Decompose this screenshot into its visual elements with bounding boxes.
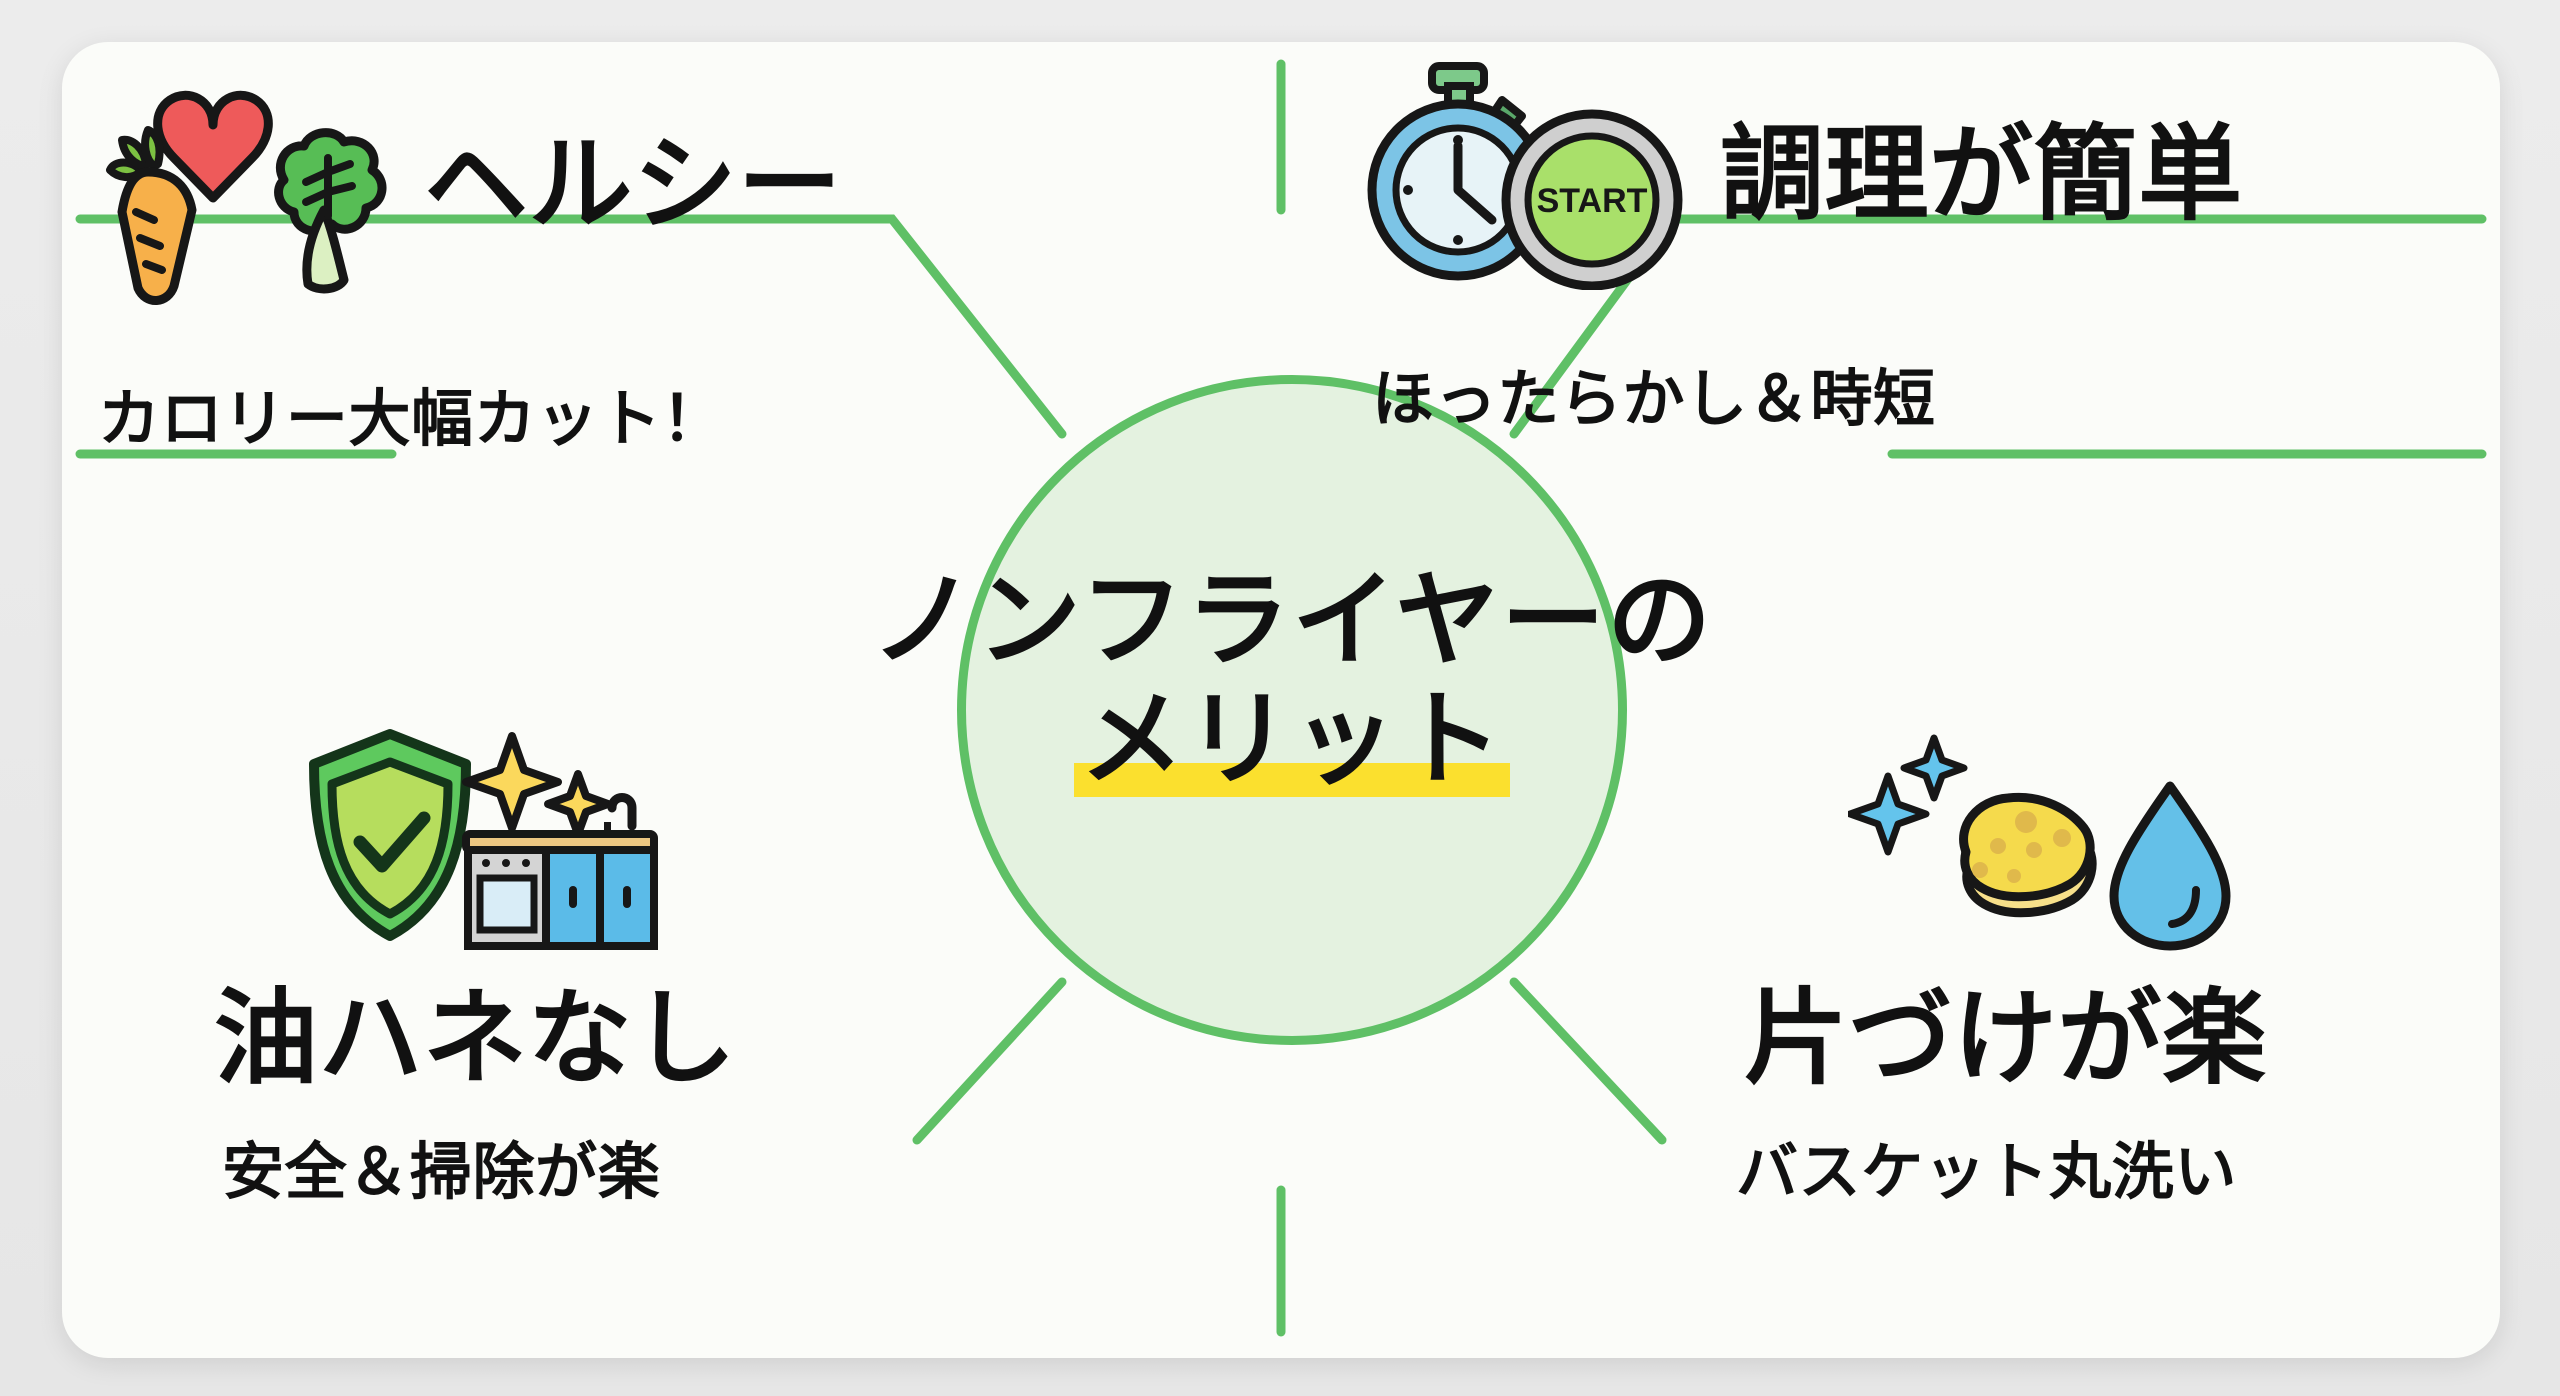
bottom-left-icons (122, 722, 1252, 967)
bottom-right-subtitle: バスケット丸洗い (1736, 1138, 2237, 1207)
top-left-subtitle: カロリー大幅カット！ (98, 385, 725, 454)
top-right-icons: START (1356, 60, 1716, 290)
start-button-icon: START (1501, 109, 1683, 290)
top-right-header: START 調理が簡単 (1332, 60, 2492, 290)
sparkle-icon (1846, 734, 1968, 856)
start-button-label: START (1537, 182, 1648, 220)
healthy-food-icon-group (106, 90, 387, 305)
bottom-left-title: 油ハネなし (210, 981, 741, 1097)
top-right-subtitle: ほったらかし＆時短 (1372, 365, 1936, 434)
safety-icon-group (309, 729, 658, 950)
connector-bottom-left (912, 977, 1067, 1145)
top-right-title: 調理が簡単 (1716, 117, 2247, 233)
center-title-line1: ノンフライヤーの (870, 563, 1714, 679)
quadrant-top-left: ヘルシー カロリー大幅カット！ (72, 60, 1202, 458)
leafy-greens-icon (274, 128, 387, 294)
shield-check-icon (309, 729, 471, 941)
carrot-icon (106, 126, 197, 305)
infographic-card: ノンフライヤーの メリット (62, 42, 2500, 1358)
quadrant-bottom-right: 片づけが楽 バスケット丸洗い (1332, 722, 2492, 1211)
center-circle (957, 375, 1627, 1045)
cleanup-icon-group (1846, 734, 2231, 951)
top-left-title: ヘルシー (419, 127, 847, 243)
top-left-header: ヘルシー (72, 60, 1202, 310)
center-title-line2: メリット (1073, 681, 1511, 798)
sparkle-icon (462, 732, 612, 838)
sponge-icon (1959, 792, 2097, 918)
quadrant-bottom-left: 油ハネなし 安全＆掃除が楽 (122, 722, 1252, 1211)
top-left-icons (88, 60, 418, 310)
bottom-right-icons (1332, 722, 2492, 967)
timer-icon-group: START (1367, 62, 1683, 290)
quadrant-top-right: START 調理が簡単 ほったらかし＆時短 (1332, 60, 2492, 438)
bottom-right-title: 片づけが楽 (1740, 981, 2271, 1097)
water-drop-icon (2109, 781, 2231, 951)
kitchen-counter-icon (462, 793, 658, 950)
center-title: ノンフライヤーの メリット (842, 562, 1742, 799)
bottom-left-subtitle: 安全＆掃除が楽 (222, 1138, 661, 1207)
stopwatch-icon (1367, 62, 1549, 281)
connector-bottom-right (1509, 977, 1667, 1145)
heart-icon (153, 90, 273, 203)
